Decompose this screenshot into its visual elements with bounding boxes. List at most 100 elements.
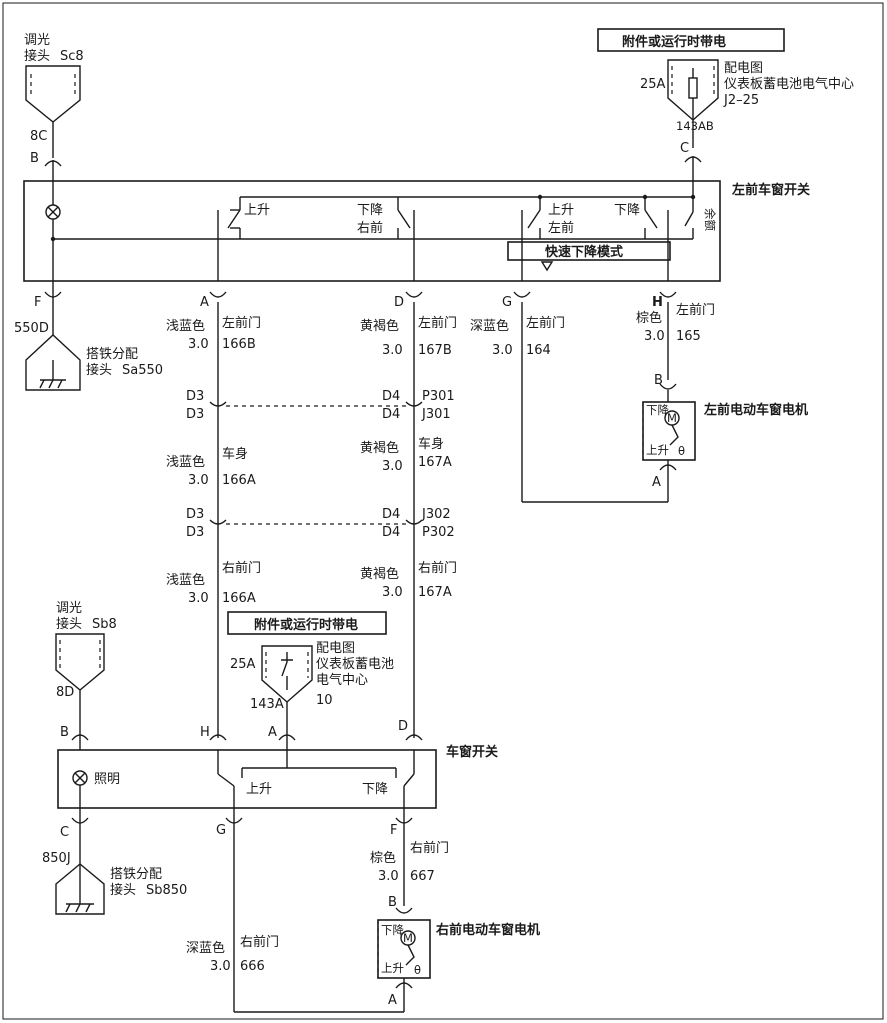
ground-icon xyxy=(57,379,63,389)
rf-switch-pin-a: A xyxy=(268,725,277,740)
ground-splice-shape xyxy=(55,863,105,915)
wire-166b-num: 166B xyxy=(222,337,256,352)
ground-bottom-l2: 接头 xyxy=(110,882,136,898)
lf-switch-lf: 左前 xyxy=(548,220,574,236)
switch-blade xyxy=(644,209,658,229)
conn1-p: P301 xyxy=(422,389,455,404)
mid-dimmer-title-1: 调光 xyxy=(56,601,82,616)
rf-switch-title: 车窗开关 xyxy=(446,744,498,760)
wire-166a-body-color: 浅蓝色 xyxy=(166,454,205,470)
dimmer-code: Sc8 xyxy=(60,49,84,64)
ground-splice-shape xyxy=(25,334,81,391)
mid-fuse-amp: 25A xyxy=(230,657,256,672)
wire-167a-body-gauge: 3.0 xyxy=(382,459,403,474)
ground-bottom-circuit: 850J xyxy=(42,851,71,866)
lf-switch-rf: 右前 xyxy=(357,220,383,236)
conn1-left-bot: D3 xyxy=(186,407,204,422)
mid-power-circuit: 143A xyxy=(250,697,284,712)
fuse-label-1: 配电图 xyxy=(724,61,763,76)
wire-166b-color: 浅蓝色 xyxy=(166,318,205,334)
motor-thermal-icon xyxy=(669,424,679,446)
power-circuit: 143AB xyxy=(676,119,714,133)
conn1-right-bot: D4 xyxy=(382,407,400,422)
express-mode: 快速下降模式 xyxy=(545,244,623,260)
rf-motor-pin-a: A xyxy=(388,993,397,1008)
wire-164-num: 164 xyxy=(526,343,551,358)
connector-arc xyxy=(405,291,423,298)
mid-power-banner-box xyxy=(227,611,387,635)
ground-icon xyxy=(48,379,54,389)
rf-switch-pin-g: G xyxy=(216,823,226,838)
wire-666-color: 深蓝色 xyxy=(186,940,225,956)
rf-switch-pin-d: D xyxy=(398,719,408,734)
wire-167a-rf-num: 167A xyxy=(418,585,452,600)
connector-arc xyxy=(513,291,531,298)
lf-motor-box xyxy=(642,401,696,461)
rf-switch-up: 上升 xyxy=(246,782,272,797)
conn1-j: J301 xyxy=(421,407,451,422)
wire-166a-rf-gauge: 3.0 xyxy=(188,591,209,606)
conn2-p: P302 xyxy=(422,525,455,540)
wire-167a-body-num: 167A xyxy=(418,455,452,470)
wire-167b-area: 左前门 xyxy=(418,315,457,331)
lf-switch-box xyxy=(23,180,721,282)
lamp-icon-x2 xyxy=(47,206,59,218)
ground-bottom-code: Sb850 xyxy=(146,883,187,898)
mid-fuse-num: 10 xyxy=(316,693,333,708)
wire-166a-body-gauge: 3.0 xyxy=(188,473,209,488)
conn2-right-bot: D4 xyxy=(382,525,400,540)
connector-arc xyxy=(209,734,227,741)
mid-power-banner: 附件或运行时带电 xyxy=(254,617,358,633)
wire-164-gauge: 3.0 xyxy=(492,343,513,358)
rf-motor-up: 上升 xyxy=(381,961,404,975)
rf-switch-lamp: 照明 xyxy=(94,772,120,787)
lf-motor-pin-a: A xyxy=(652,475,661,490)
switch-blade xyxy=(684,211,694,227)
fuse-block-shape xyxy=(667,59,719,121)
ground-icon xyxy=(65,903,71,913)
wire-167b-num: 167B xyxy=(418,343,452,358)
rf-motor-pin-b: B xyxy=(388,895,397,910)
wire-166a-rf-num: 166A xyxy=(222,591,256,606)
lf-switch-pin-b: B xyxy=(30,151,39,166)
wire-167a-body-color: 黄褐色 xyxy=(360,440,399,456)
lf-motor-m: M xyxy=(667,411,677,425)
wire-667-area: 右前门 xyxy=(410,840,449,856)
connector-arc xyxy=(395,817,413,824)
wire-164-area: 左前门 xyxy=(526,315,565,331)
dimmer-splice-shape xyxy=(25,65,81,123)
conn2-right-top: D4 xyxy=(382,507,400,522)
power-banner: 附件或运行时带电 xyxy=(622,34,726,50)
conn2-left-bot: D3 xyxy=(186,525,204,540)
lf-switch-down: 下降 xyxy=(357,203,383,218)
mid-fuse-l2: 仪表板蓄电池 xyxy=(316,657,394,672)
wire-666-num: 666 xyxy=(240,959,265,974)
connector-arc xyxy=(71,734,89,741)
fuse-icon xyxy=(281,652,293,690)
rf-switch-pin-h: H xyxy=(200,725,210,740)
conn1-left-top: D3 xyxy=(186,389,204,404)
dimmer-title-1: 调光 xyxy=(24,33,50,48)
wire-666-gauge: 3.0 xyxy=(210,959,231,974)
power-banner-box xyxy=(597,28,785,52)
theta-icon: θ xyxy=(678,444,685,458)
rf-switch-pin-f: F xyxy=(390,823,397,838)
wire-165-color: 棕色 xyxy=(636,310,662,326)
ground-icon xyxy=(39,379,45,389)
wire-166a-rf-area: 右前门 xyxy=(222,560,261,576)
mid-dimmer-title-2: 接头 xyxy=(56,616,82,632)
wire-166a-body-area: 车身 xyxy=(222,446,248,462)
lamp-icon-x2 xyxy=(74,772,86,784)
wire-167a-rf-area: 右前门 xyxy=(418,560,457,576)
ground-top-code: Sa550 xyxy=(122,363,163,378)
mid-dimmer-code: Sb8 xyxy=(92,617,117,632)
lf-motor-up: 上升 xyxy=(646,443,669,457)
wire-666-area: 右前门 xyxy=(240,934,279,950)
lf-switch-pin-g: G xyxy=(502,295,512,310)
wire-167a-rf-color: 黄褐色 xyxy=(360,566,399,582)
lf-motor-pin-b: B xyxy=(654,373,663,388)
lf-switch-pin-d: D xyxy=(394,295,404,310)
lf-switch-pin-h: H xyxy=(652,295,663,310)
rf-motor-m: M xyxy=(403,931,413,945)
